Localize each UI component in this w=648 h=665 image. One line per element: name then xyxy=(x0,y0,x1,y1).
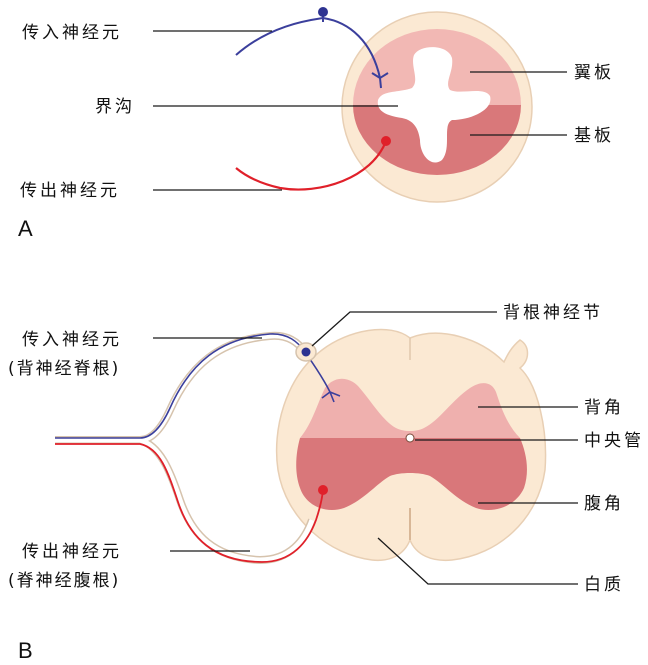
ganglion-neuron-body xyxy=(302,348,311,357)
panel-a: 传入神经元 界沟 传出神经元 翼板 基板 A xyxy=(18,7,614,241)
label-dorsal-root-ganglion: 背根神经节 xyxy=(503,303,603,323)
label-sulcus-limitans: 界沟 xyxy=(95,97,135,117)
panel-a-letter: A xyxy=(18,216,33,241)
label-basal-plate: 基板 xyxy=(574,126,614,146)
label-afferent-root-b: (背神经脊根) xyxy=(8,359,120,379)
label-white-matter: 白质 xyxy=(584,575,624,595)
label-dorsal-horn: 背角 xyxy=(584,398,624,418)
motor-neuron-body xyxy=(318,485,328,495)
label-efferent-neuron: 传出神经元 xyxy=(20,181,120,201)
afferent-neuron-body xyxy=(318,7,328,17)
label-afferent-neuron-b: 传入神经元 xyxy=(22,330,122,350)
label-ventral-horn: 腹角 xyxy=(584,494,624,514)
efferent-neuron-body xyxy=(381,136,391,146)
label-efferent-neuron-b: 传出神经元 xyxy=(22,542,122,562)
label-afferent-neuron: 传入神经元 xyxy=(22,23,122,43)
panel-b: 传入神经元 (背神经脊根) 传出神经元 (脊神经腹根) 背根神经节 背角 中央管… xyxy=(8,303,644,663)
label-central-canal: 中央管 xyxy=(584,431,644,451)
central-canal xyxy=(406,434,414,442)
label-efferent-root-b: (脊神经腹根) xyxy=(8,571,120,591)
panel-b-letter: B xyxy=(18,638,33,663)
label-alar-plate: 翼板 xyxy=(574,63,614,83)
